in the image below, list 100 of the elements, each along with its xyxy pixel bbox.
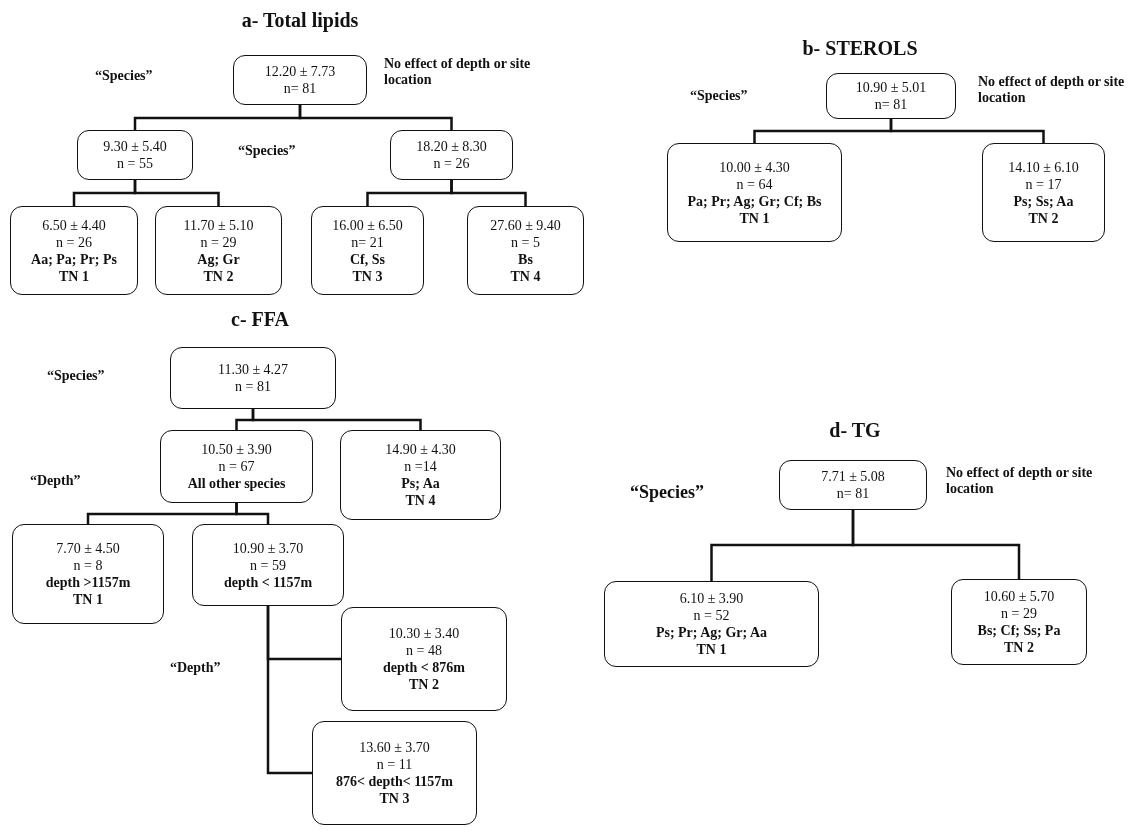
mean-value: 6.10 ± 3.90 (679, 590, 744, 607)
tree-node-box (10, 206, 138, 295)
tree-connector (851, 510, 1021, 579)
tree-node-box (233, 55, 367, 105)
sample-size: n = 52 (693, 607, 730, 624)
mean-value: 10.00 ± 4.30 (719, 158, 790, 176)
tree-connector (450, 180, 527, 206)
sample-size: n = 67 (218, 458, 255, 475)
mean-value: 14.10 ± 6.10 (1008, 158, 1079, 176)
sample-size: n = 11 (376, 756, 413, 773)
sample-size: n= 81 (874, 96, 908, 113)
mean-value: 11.30 ± 4.27 (217, 361, 289, 378)
split-variable-label: “Species” (690, 88, 749, 104)
mean-value: 10.60 ± 5.70 (983, 588, 1055, 605)
sample-size: n = 55 (117, 155, 153, 172)
split-variable-label: “Species” (95, 68, 154, 84)
panel-title: b- STEROLS (801, 36, 919, 60)
tree-node-box (77, 130, 193, 180)
terminal-node-label: TN 2 (203, 267, 234, 285)
mean-value: 10.30 ± 3.40 (388, 625, 460, 642)
sample-size: n =14 (404, 458, 437, 475)
terminal-node-label: TN 3 (352, 267, 383, 285)
tree-node-box (341, 607, 507, 711)
sample-size: n = 26 (56, 233, 92, 251)
split-variable-label: “Species” (630, 484, 705, 500)
sample-size: n = 59 (250, 556, 286, 574)
tree-node-box (340, 430, 501, 520)
terminal-node-label: TN 1 (739, 209, 770, 227)
tree-connector (235, 503, 270, 524)
panel-title: d- TG (828, 418, 882, 442)
tree-node-box (12, 524, 164, 624)
group-label: depth < 1157m (223, 573, 313, 591)
split-variable-label: “Depth” (170, 660, 222, 676)
mean-value: 11.70 ± 5.10 (183, 216, 254, 234)
mean-value: 6.50 ± 4.40 (42, 216, 106, 234)
split-variable-label: “Species” (238, 143, 297, 159)
group-label: Ps; Aa (401, 475, 440, 492)
note-text: No effect of depth or site location (946, 465, 1094, 497)
terminal-node-label: TN 2 (409, 676, 439, 693)
sample-size: n = 8 (73, 557, 103, 574)
tree-connector (266, 606, 312, 775)
mean-value: 13.60 ± 3.70 (359, 739, 430, 756)
panel-title: c- FFA (230, 307, 290, 331)
group-label: All other species (187, 475, 286, 492)
split-variable-label: “Species” (47, 368, 106, 384)
tree-node-box (951, 579, 1087, 665)
mean-value: 16.00 ± 6.50 (332, 216, 403, 234)
split-variable-label: “Depth” (30, 473, 82, 489)
mean-value: 9.30 ± 5.40 (103, 138, 167, 155)
mean-value: 10.90 ± 3.70 (232, 539, 304, 557)
group-label: Ps; Pr; Ag; Gr; Aa (655, 624, 768, 641)
mean-value: 14.90 ± 4.30 (385, 441, 456, 458)
group-label: Bs (518, 250, 533, 268)
terminal-node-label: TN 4 (510, 267, 541, 285)
sample-size: n = 29 (200, 233, 237, 251)
mean-value: 18.20 ± 8.30 (416, 138, 487, 155)
mean-value: 12.20 ± 7.73 (264, 63, 336, 80)
sample-size: n = 48 (406, 642, 442, 659)
tree-node-box (311, 206, 424, 295)
group-label: Ag; Gr (197, 250, 240, 268)
group-label: Cf, Ss (350, 250, 385, 268)
sample-size: n= 81 (283, 80, 317, 97)
group-label: Ps; Ss; Aa (1013, 192, 1074, 210)
sample-size: n = 26 (433, 155, 470, 172)
sample-size: n= 81 (836, 485, 870, 502)
tree-node-box (192, 524, 344, 606)
tree-node-box (467, 206, 584, 295)
mean-value: 10.50 ± 3.90 (201, 441, 272, 458)
sample-size: n = 64 (736, 175, 773, 193)
sample-size: n = 17 (1025, 175, 1062, 193)
terminal-node-label: TN 3 (379, 790, 410, 807)
sample-size: n = 29 (1001, 605, 1037, 622)
tree-node-box (982, 143, 1105, 242)
sample-size: n = 5 (511, 233, 540, 251)
note-text: No effect of depth or site location (384, 56, 532, 88)
mean-value: 27.60 ± 9.40 (490, 216, 561, 234)
sample-size: n = 81 (235, 378, 271, 395)
tree-node-box (826, 73, 956, 119)
tree-connector (298, 105, 453, 130)
tree-connector (251, 409, 422, 430)
terminal-node-label: TN 1 (696, 641, 727, 658)
group-label: Aa; Pa; Pr; Ps (31, 250, 117, 268)
terminal-node-label: TN 1 (73, 591, 103, 608)
mean-value: 7.71 ± 5.08 (821, 468, 885, 485)
group-label: Pa; Pr; Ag; Gr; Cf; Bs (687, 192, 822, 210)
mean-value: 10.90 ± 5.01 (855, 79, 927, 96)
tree-node-box (390, 130, 513, 180)
group-label: depth < 876m (383, 659, 465, 676)
tree-node-box (312, 721, 477, 825)
tree-node-box (155, 206, 282, 295)
tree-node-box (667, 143, 842, 242)
note-text: No effect of depth or site location (978, 74, 1126, 106)
group-label: Bs; Cf; Ss; Pa (977, 622, 1061, 639)
mean-value: 7.70 ± 4.50 (56, 540, 120, 557)
tree-connector (133, 180, 220, 206)
tree-node-box (170, 347, 336, 409)
group-label: depth >1157m (45, 574, 131, 591)
tree-node-box (160, 430, 313, 503)
tree-node-box (604, 581, 819, 667)
panel-title: a- Total lipids (240, 8, 360, 32)
